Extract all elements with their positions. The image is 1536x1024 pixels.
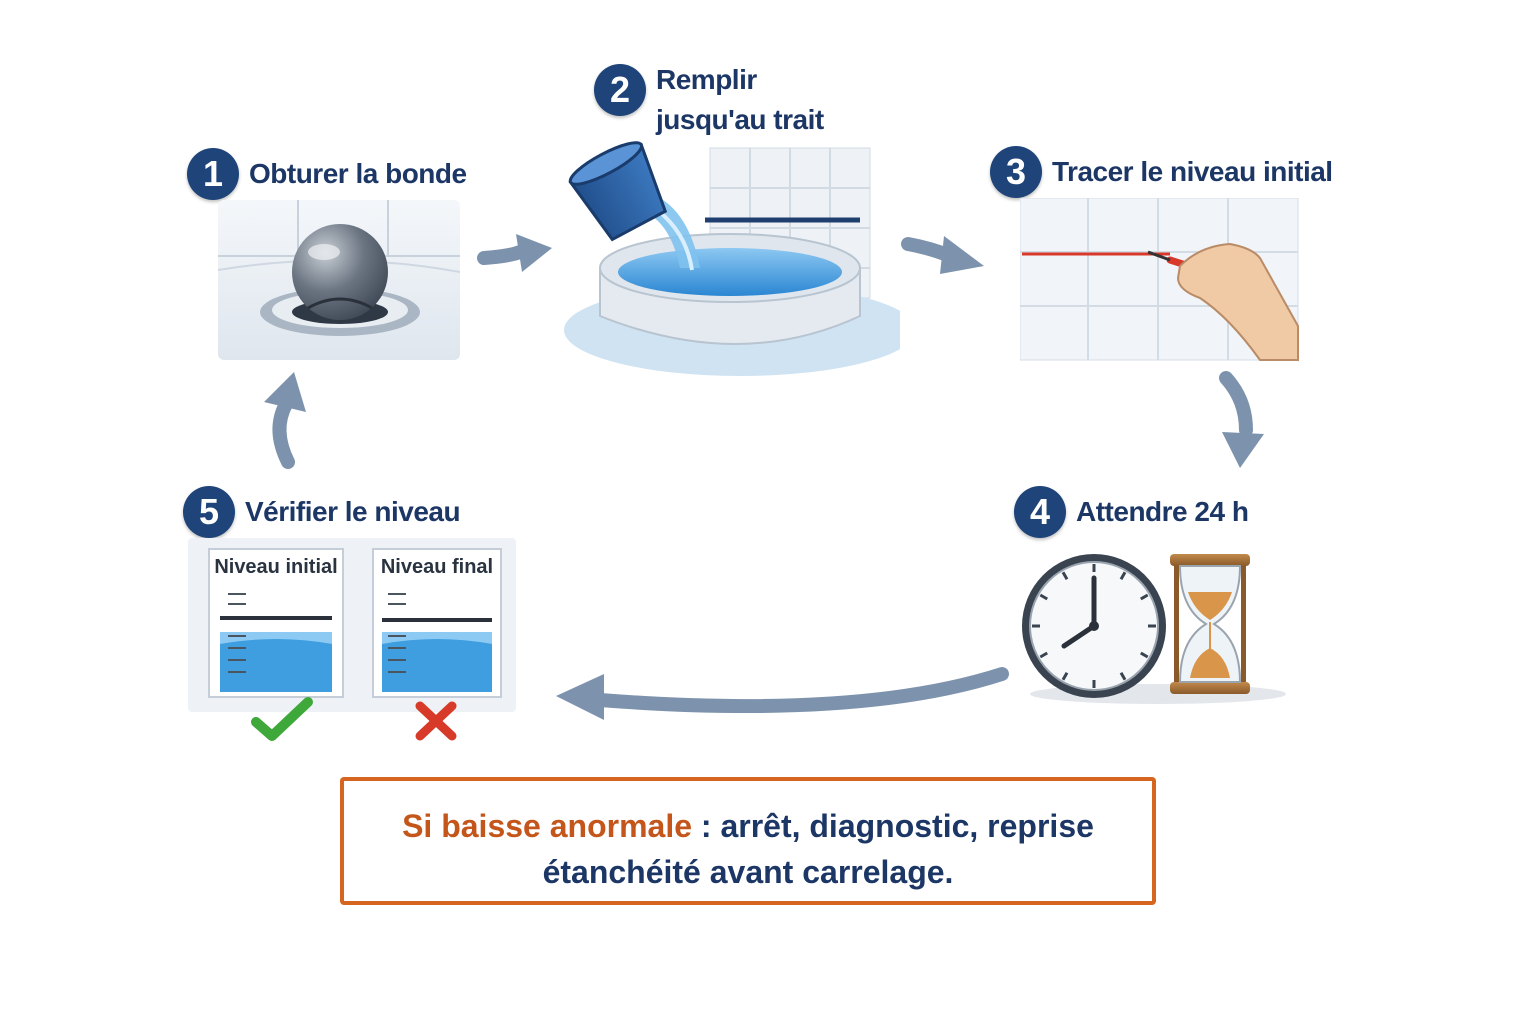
step-2-label-line1: Remplir <box>656 64 757 95</box>
drain-plug-illustration <box>218 200 460 360</box>
step-2-label: Remplir jusqu'au trait <box>656 62 824 138</box>
wait-24h-illustration <box>1022 554 1286 704</box>
step-2-badge: 2 <box>594 64 646 116</box>
level-card-initial: Niveau initial <box>208 548 344 698</box>
step-1-title: 1 Obturer la bonde <box>187 148 467 200</box>
level-card-final-label: Niveau final <box>380 556 494 578</box>
step-4-badge: 4 <box>1014 486 1066 538</box>
bucket-icon <box>568 141 668 242</box>
step-5-badge: 5 <box>183 486 235 538</box>
clock-tick <box>1119 571 1127 580</box>
arrow-step3-to-step4 <box>1219 371 1264 468</box>
step-5-label: Vérifier le niveau <box>245 496 461 527</box>
check-icon <box>251 697 313 741</box>
step-3-label: Tracer le niveau initial <box>1052 156 1333 187</box>
arrow-step2-to-step3 <box>901 236 984 274</box>
step-3-title: 3 Tracer le niveau initial <box>990 146 1333 198</box>
step-5-title: 5 Vérifier le niveau <box>183 486 461 538</box>
step-2-title: 2 Remplir jusqu'au trait <box>594 62 824 138</box>
step-4-title: 4 Attendre 24 h <box>1014 486 1249 538</box>
hand-pencil-icon <box>1147 242 1299 361</box>
water-surface <box>618 248 842 296</box>
rubber-plug-icon <box>292 224 388 320</box>
clock-tick <box>1140 651 1149 659</box>
clock-tick <box>1061 672 1069 681</box>
note-line-1: Si baisse anormale : arrêt, diagnostic, … <box>344 803 1152 849</box>
step-2-label-line2: jusqu'au trait <box>656 104 824 135</box>
clock-tick <box>1140 593 1149 601</box>
trace-level-illustration <box>1020 198 1299 361</box>
level-card-final-graphic <box>372 548 502 698</box>
note-text-line1: : arrêt, diagnostic, reprise <box>692 808 1094 844</box>
step-3-badge: 3 <box>990 146 1042 198</box>
clock-tick <box>1039 593 1048 601</box>
note-text-line2: étanchéité avant carrelage. <box>542 854 954 890</box>
level-card-initial-label: Niveau initial <box>214 556 338 578</box>
step-4-label: Attendre 24 h <box>1076 496 1249 527</box>
clock-tick <box>1119 672 1127 681</box>
level-card-final: Niveau final <box>372 548 502 698</box>
arrow-step1-to-step2 <box>477 234 552 272</box>
fill-basin-illustration <box>564 141 900 376</box>
clock-tick <box>1061 571 1069 580</box>
warning-note-box: Si baisse anormale : arrêt, diagnostic, … <box>340 777 1156 905</box>
cross-icon <box>415 701 457 741</box>
clock-icon <box>1022 554 1166 698</box>
note-highlight: Si baisse anormale <box>402 808 692 844</box>
step-1-badge: 1 <box>187 148 239 200</box>
level-card-initial-graphic <box>208 548 344 698</box>
step-1-label: Obturer la bonde <box>249 158 467 189</box>
arrow-step4-to-step5 <box>556 667 1009 720</box>
arrow-step5-to-step1 <box>264 372 306 469</box>
hourglass-icon <box>1170 554 1250 694</box>
clock-tick <box>1039 651 1048 659</box>
